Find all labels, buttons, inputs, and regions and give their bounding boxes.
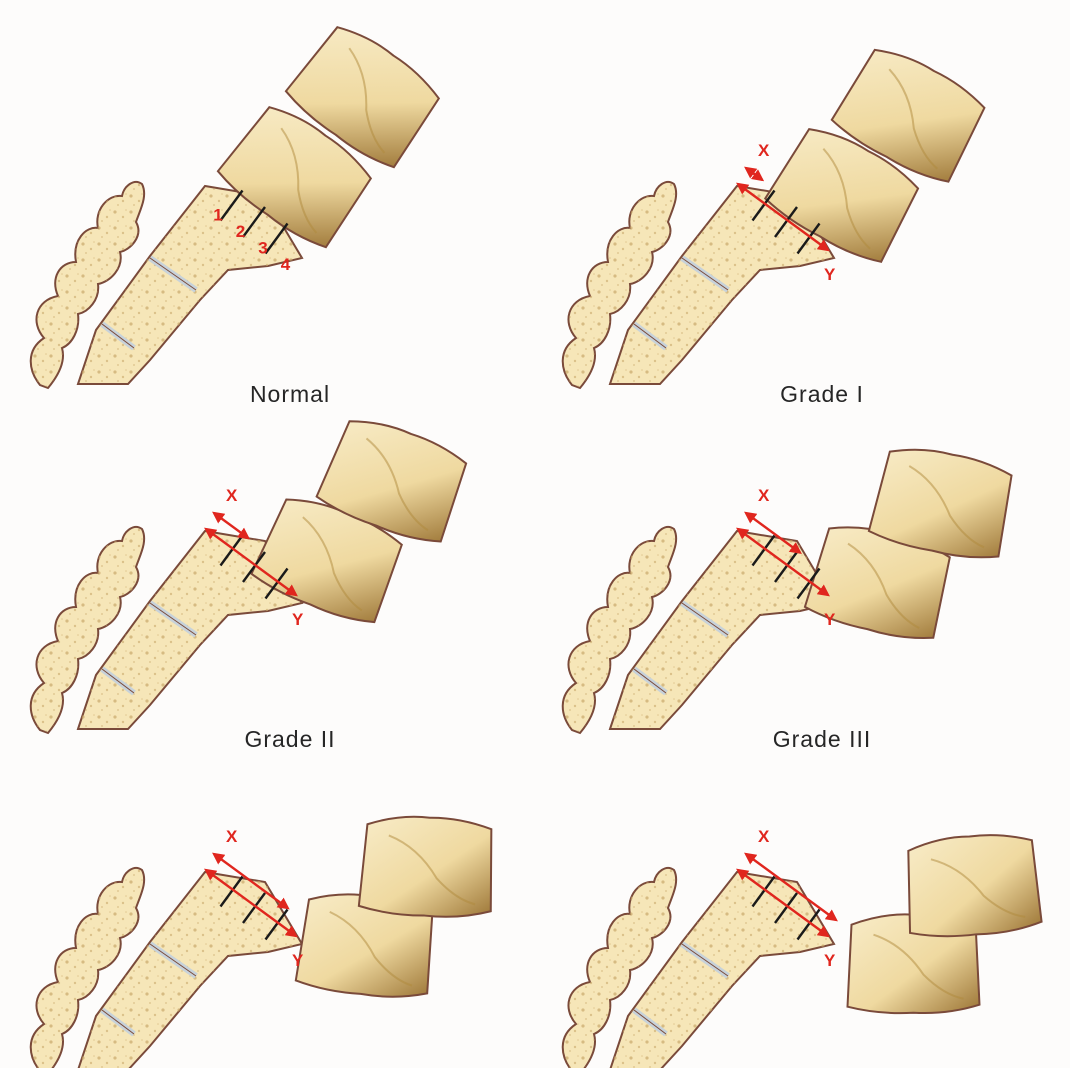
posterior-texture	[562, 526, 677, 733]
sacral-disc-lower-edge	[633, 323, 667, 349]
sacral-disc-lower-edge	[633, 668, 667, 694]
l4-vertebra-shading	[388, 834, 476, 906]
quarter-label-2: 2	[236, 222, 245, 241]
l4-vertebra	[867, 448, 1013, 559]
l4-vertebra-body	[357, 815, 493, 918]
l5-vertebra-shading	[280, 127, 318, 234]
quarter-label-1: 1	[213, 205, 222, 224]
l4-vertebra-body	[284, 26, 441, 169]
panel-caption: Grade I	[780, 381, 864, 407]
l5-vertebra	[763, 128, 920, 263]
sacral-disc-lower-edge	[633, 1009, 667, 1035]
l5-vertebra	[216, 106, 373, 249]
x-slip-arrow	[744, 166, 765, 182]
l4-vertebra	[907, 834, 1043, 938]
panel-1: X Y Grade I	[561, 48, 986, 407]
quarter-label-4: 4	[281, 255, 291, 274]
sacral-disc-lower-edge	[101, 1009, 135, 1035]
l4-vertebra-body	[830, 48, 986, 183]
panel-caption: Grade III	[773, 726, 871, 752]
panel-2: X Y Grade II	[29, 420, 468, 752]
l4-vertebra-body	[907, 834, 1043, 938]
l4-vertebra-shading	[908, 465, 985, 549]
sacral-disc-lower-edge	[101, 323, 135, 349]
quarter-tick-1	[219, 189, 244, 222]
x-slip-arrow	[744, 852, 838, 922]
l4-vertebra	[284, 26, 441, 169]
l4-vertebra	[830, 48, 986, 183]
y-label: Y	[824, 951, 836, 970]
l5-vertebra-body	[846, 913, 981, 1015]
sacral-disc-upper-edge	[681, 602, 729, 636]
l4-vertebra-shading	[930, 858, 1026, 918]
sacral-disc-upper-edge	[681, 943, 729, 977]
x-slip-arrow	[212, 511, 251, 540]
x-slip-arrow	[744, 511, 802, 555]
x-label: X	[758, 827, 770, 846]
quarter-tick-3	[264, 222, 289, 255]
y-label: Y	[292, 610, 304, 629]
posterior-texture	[562, 867, 677, 1068]
x-label: X	[226, 486, 238, 505]
l4-vertebra-body	[867, 448, 1013, 559]
y-width-arrow	[736, 182, 830, 252]
y-label: Y	[824, 610, 836, 629]
l4-vertebra-shading	[365, 437, 429, 532]
quarter-tick-2	[242, 206, 266, 238]
panel-caption: Normal	[250, 381, 330, 407]
x-label: X	[758, 486, 770, 505]
posterior-texture	[30, 181, 145, 388]
panel-3: X Y Grade III	[561, 448, 1013, 752]
x-label: X	[226, 827, 238, 846]
posterior-texture	[30, 867, 145, 1068]
sacral-disc-upper-edge	[681, 257, 729, 291]
l4-vertebra	[357, 815, 493, 918]
y-label: Y	[824, 265, 836, 284]
x-label: X	[758, 141, 770, 160]
panel-caption: Grade II	[244, 726, 335, 752]
posterior-texture	[562, 181, 677, 388]
sacral-disc-upper-edge	[149, 257, 197, 291]
posterior-texture	[30, 526, 145, 733]
l5-vertebra-body	[216, 106, 373, 249]
y-width-arrow	[204, 527, 298, 597]
l4-vertebra-shading	[348, 47, 386, 154]
y-label: Y	[292, 951, 304, 970]
sacral-disc-upper-edge	[149, 602, 197, 636]
l5-vertebra	[846, 913, 981, 1015]
l5-vertebra-shading	[302, 516, 363, 612]
l5-vertebra-shading	[847, 542, 920, 629]
l4-vertebra-shading	[888, 68, 938, 170]
l5-vertebra-shading	[822, 148, 871, 250]
sacral-disc-upper-edge	[149, 943, 197, 977]
quarter-label-3: 3	[258, 238, 267, 257]
l4-vertebra-body	[315, 420, 468, 543]
l5-vertebra-shading	[873, 933, 964, 1000]
l4-vertebra	[315, 420, 468, 543]
x-slip-arrow	[212, 852, 290, 910]
sacral-disc-lower-edge	[101, 668, 135, 694]
l5-vertebra-shading	[329, 910, 413, 987]
